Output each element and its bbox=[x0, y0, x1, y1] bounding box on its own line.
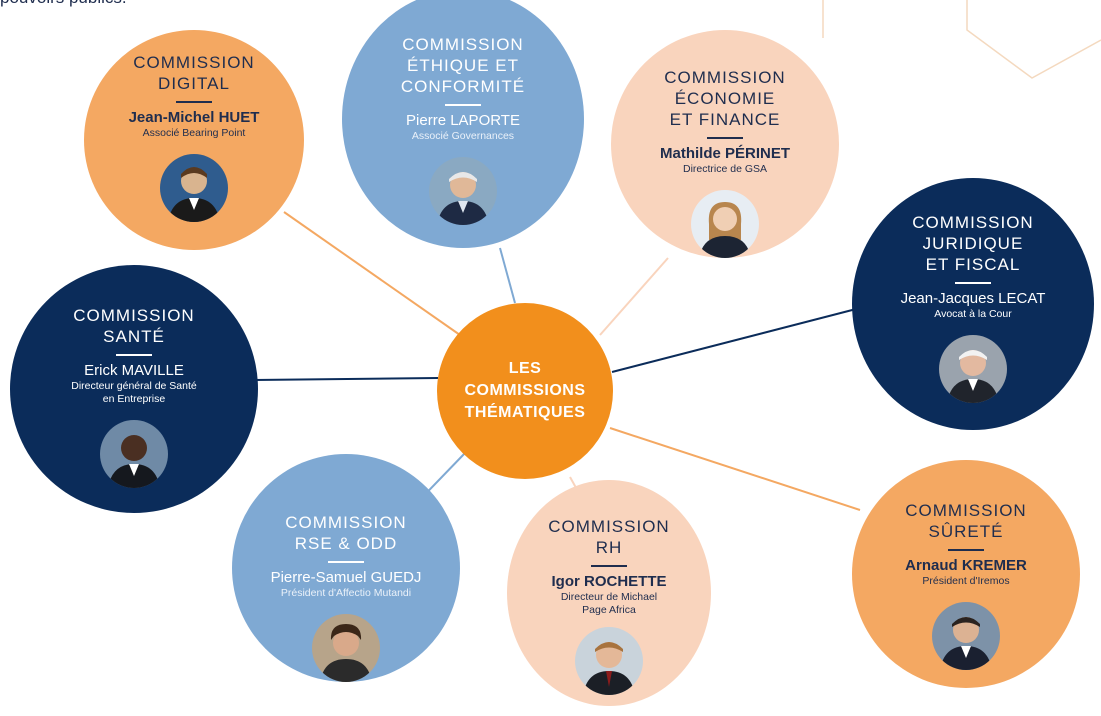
center-label: LES COMMISSIONS THÉMATIQUES bbox=[464, 360, 586, 421]
commission-title: COMMISSION RH bbox=[548, 517, 670, 557]
avatar bbox=[691, 189, 759, 258]
member-name: Arnaud KREMER bbox=[905, 556, 1027, 574]
divider bbox=[948, 549, 984, 551]
commission-title: COMMISSION DIGITAL bbox=[133, 53, 255, 93]
connector-juridique bbox=[611, 307, 861, 373]
member-name: Pierre LAPORTE bbox=[406, 111, 520, 129]
member-name: Erick MAVILLE bbox=[84, 361, 184, 379]
commission-ethique-conformite: COMMISSION ÉTHIQUE ET CONFORMITÉ Pierre … bbox=[342, 0, 584, 248]
divider bbox=[707, 137, 743, 139]
member-name: Mathilde PÉRINET bbox=[659, 144, 790, 162]
connector-ethique bbox=[499, 247, 516, 304]
commission-title: COMMISSION ÉCONOMIE ET FINANCE bbox=[664, 68, 786, 129]
commission-title: COMMISSION RSE & ODD bbox=[285, 513, 407, 553]
divider bbox=[445, 104, 481, 106]
divider bbox=[116, 354, 152, 356]
avatar bbox=[312, 613, 380, 682]
commission-title: COMMISSION ÉTHIQUE ET CONFORMITÉ bbox=[400, 35, 526, 96]
member-name: Jean-Michel HUET bbox=[128, 108, 260, 126]
member-role: Président d'Affectio Mutandi bbox=[280, 586, 412, 599]
member-name: Pierre-Samuel GUEDJ bbox=[270, 568, 422, 586]
avatar bbox=[939, 334, 1007, 403]
commission-surete: COMMISSION SÛRETÉ Arnaud KREMER Présiden… bbox=[852, 460, 1080, 688]
member-name: Igor ROCHETTE bbox=[551, 572, 667, 590]
connector-sante bbox=[249, 377, 439, 381]
commission-title: COMMISSION SANTÉ bbox=[73, 306, 195, 346]
commission-economie-finance: COMMISSION ÉCONOMIE ET FINANCE Mathilde … bbox=[611, 30, 839, 258]
member-name: Jean-Jacques LECAT bbox=[900, 289, 1046, 307]
commission-title: COMMISSION SÛRETÉ bbox=[905, 501, 1027, 541]
avatar bbox=[160, 153, 228, 222]
avatar bbox=[429, 156, 497, 225]
member-role: Directeur de Michael Page Africa bbox=[560, 590, 658, 616]
member-role: Associé Bearing Point bbox=[142, 126, 246, 139]
commission-sante: COMMISSION SANTÉ Erick MAVILLE Directeur… bbox=[10, 265, 258, 513]
member-role: Président d'Iremos bbox=[922, 574, 1010, 587]
divider bbox=[328, 561, 364, 563]
connector-digital bbox=[283, 211, 461, 336]
avatar bbox=[575, 626, 643, 695]
avatar bbox=[100, 419, 168, 488]
member-role: Avocat à la Cour bbox=[934, 307, 1012, 320]
connector-economie bbox=[599, 257, 669, 336]
member-role: Directrice de GSA bbox=[682, 162, 768, 175]
divider bbox=[591, 565, 627, 567]
divider bbox=[955, 282, 991, 284]
commission-rse-odd: COMMISSION RSE & ODD Pierre-Samuel GUEDJ… bbox=[232, 454, 460, 682]
commission-title: COMMISSION JURIDIQUE ET FISCAL bbox=[912, 213, 1034, 274]
member-role: Associé Governances bbox=[411, 129, 515, 142]
divider bbox=[176, 101, 212, 103]
avatar bbox=[932, 601, 1000, 670]
intro-text: pouvoirs publics. bbox=[0, 0, 127, 8]
center-hub: LES COMMISSIONS THÉMATIQUES bbox=[437, 303, 613, 479]
commission-digital: COMMISSION DIGITAL Jean-Michel HUET Asso… bbox=[84, 30, 304, 250]
connector-surete bbox=[609, 427, 861, 511]
member-role: Directeur général de Santé en Entreprise bbox=[71, 379, 197, 405]
commission-rh: COMMISSION RH Igor ROCHETTE Directeur de… bbox=[507, 480, 711, 706]
commission-juridique-fiscal: COMMISSION JURIDIQUE ET FISCAL Jean-Jacq… bbox=[852, 178, 1094, 430]
